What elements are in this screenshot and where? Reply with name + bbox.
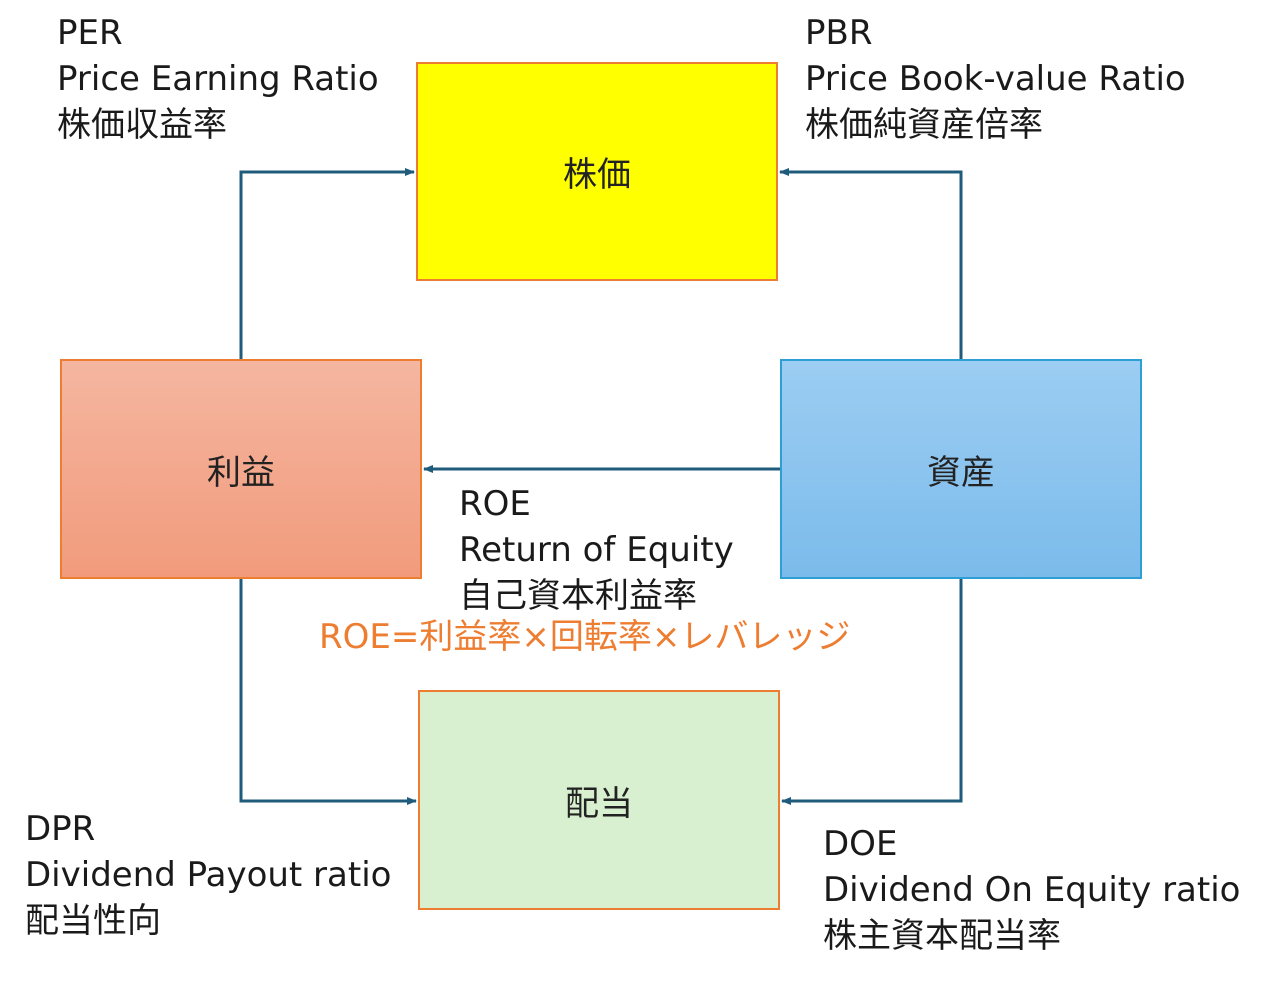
roe-abbr: ROE: [459, 484, 531, 524]
dpr-english: Dividend Payout ratio: [25, 855, 392, 895]
arrow-profit-to-price: [239, 168, 415, 359]
dpr-label: DPR Dividend Payout ratio 配当性向: [25, 806, 391, 944]
dpr-abbr: DPR: [25, 809, 96, 849]
node-stock-price-label: 株価: [563, 155, 631, 195]
node-dividend: 配当: [418, 690, 780, 910]
roe-formula: ROE=利益率×回転率×レバレッジ: [319, 617, 851, 657]
roe-japanese: 自己資本利益率: [459, 576, 697, 616]
node-dividend-label: 配当: [565, 783, 633, 824]
pbr-japanese: 株価純資産倍率: [805, 105, 1043, 145]
pbr-english: Price Book-value Ratio: [805, 59, 1186, 99]
per-label: PER Price Earning Ratio 株価収益率: [57, 10, 379, 148]
doe-japanese: 株主資本配当率: [823, 916, 1061, 956]
roe-label: ROE Return of Equity 自己資本利益率: [459, 481, 734, 619]
node-profit-label: 利益: [207, 452, 275, 493]
node-stock-price: 株価: [416, 62, 778, 281]
pbr-abbr: PBR: [805, 13, 873, 53]
arrow-assets-to-dividend: [781, 579, 963, 805]
arrow-profit-to-dividend: [239, 579, 417, 805]
arrow-assets-to-price: [779, 168, 963, 359]
node-assets: 資産: [780, 359, 1142, 579]
pbr-label: PBR Price Book-value Ratio 株価純資産倍率: [805, 10, 1186, 148]
doe-abbr: DOE: [823, 824, 898, 864]
node-assets-label: 資産: [927, 452, 995, 493]
doe-english: Dividend On Equity ratio: [823, 870, 1241, 910]
doe-label: DOE Dividend On Equity ratio 株主資本配当率: [823, 821, 1240, 959]
roe-english: Return of Equity: [459, 530, 734, 570]
per-english: Price Earning Ratio: [57, 59, 379, 99]
per-abbr: PER: [57, 13, 123, 53]
node-profit: 利益: [60, 359, 422, 579]
per-japanese: 株価収益率: [57, 105, 227, 145]
dpr-japanese: 配当性向: [25, 901, 161, 941]
